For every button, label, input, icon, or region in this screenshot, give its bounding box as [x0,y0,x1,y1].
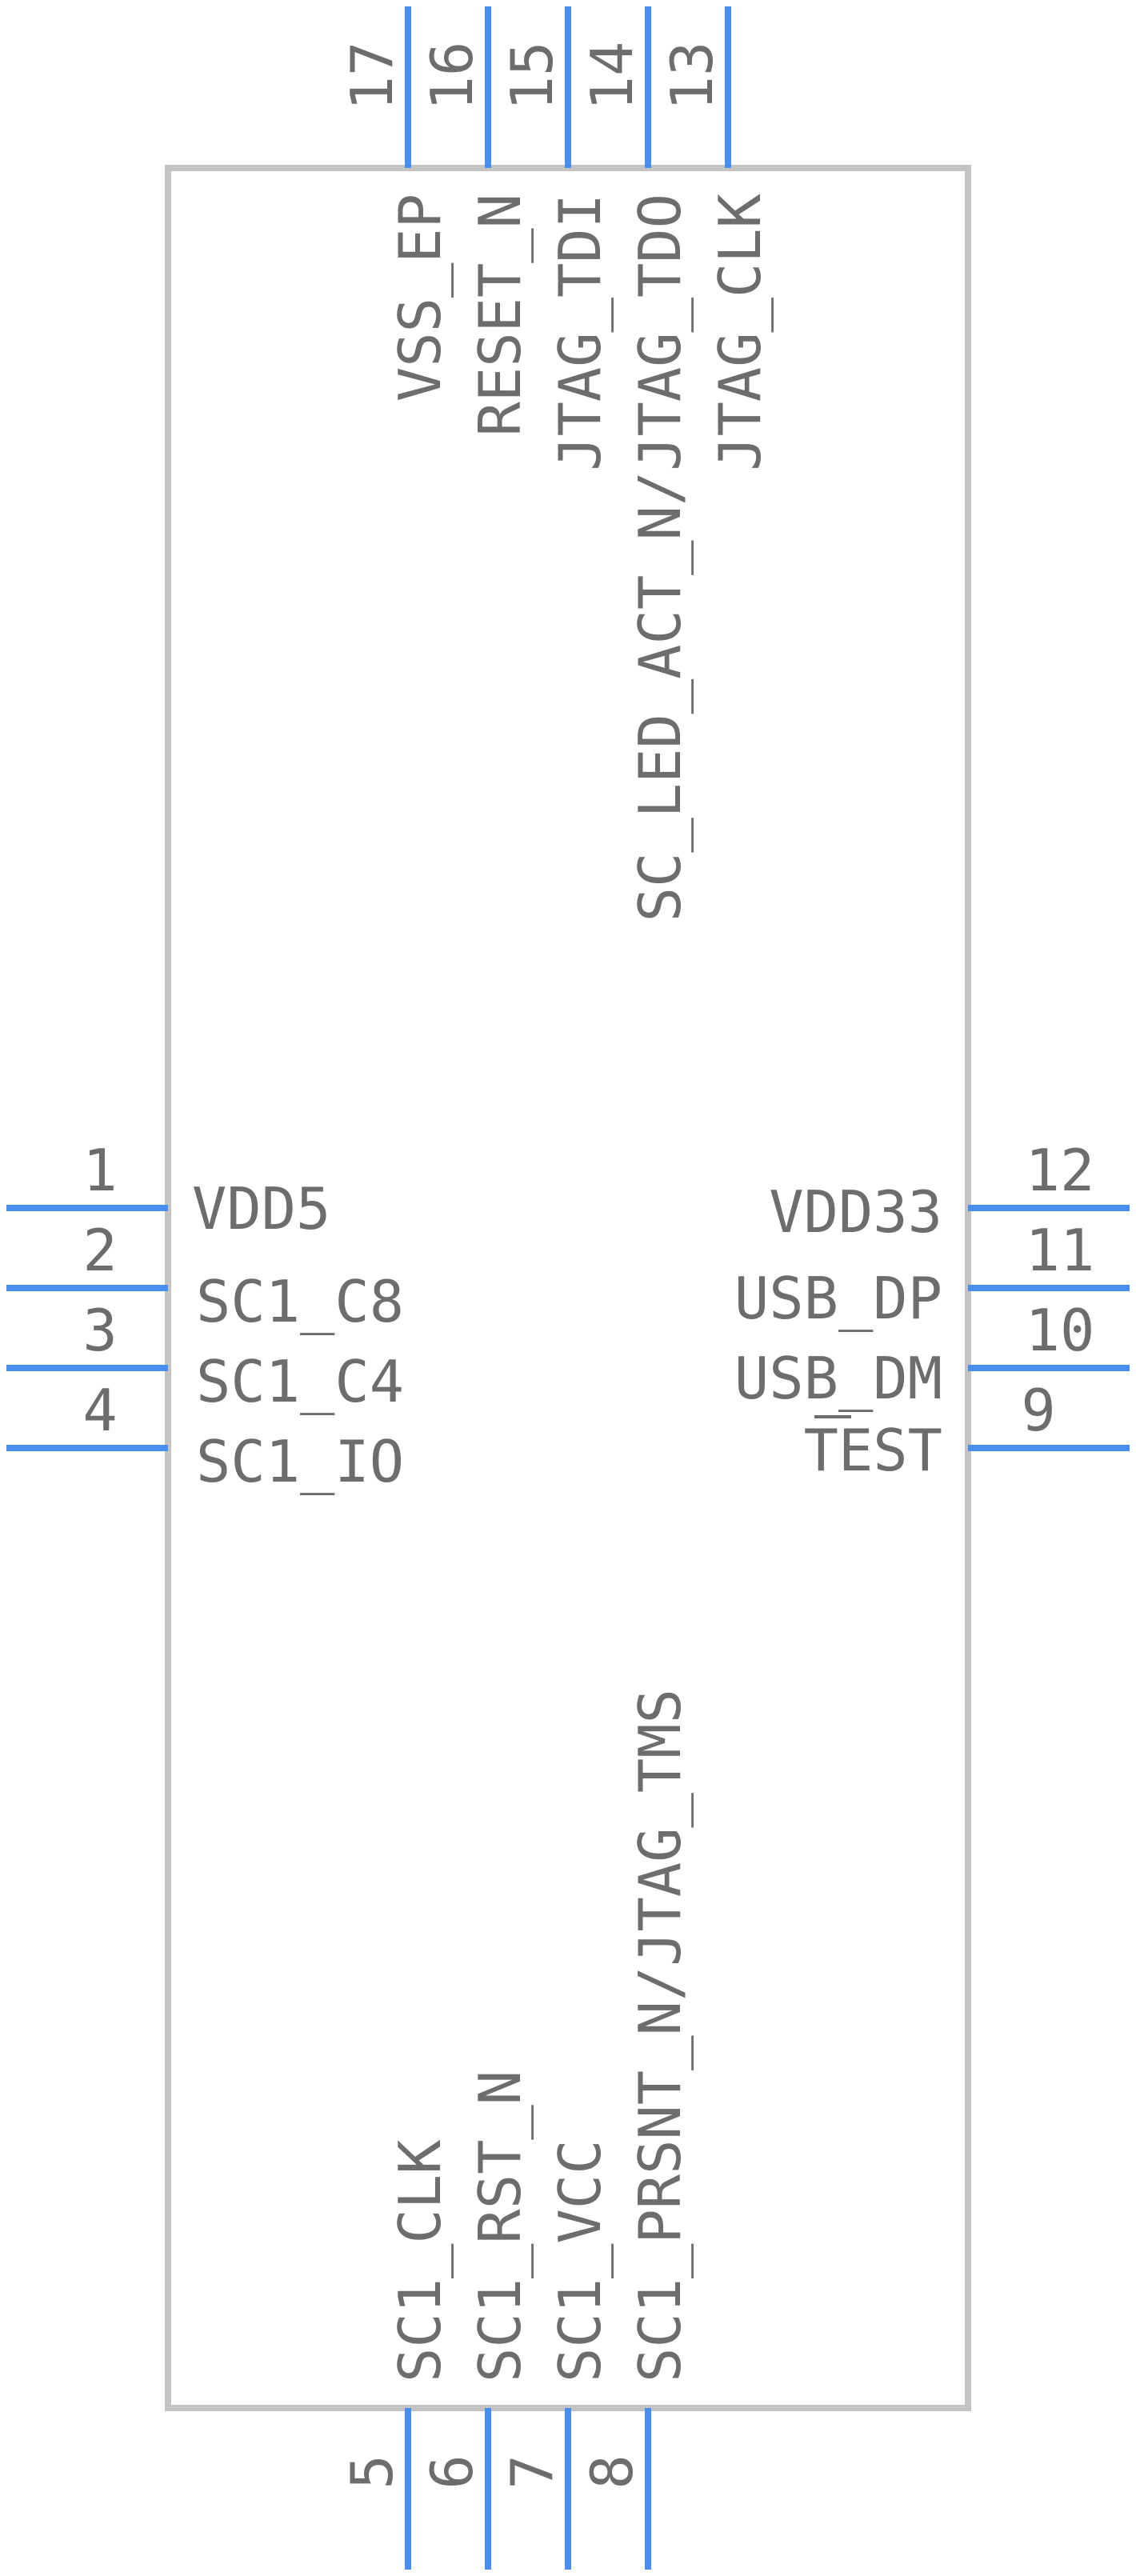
pin-6-number: 6 [418,2454,486,2489]
pin-1: 1 VDD5 [6,1137,330,1242]
pin-13: 13 JTAG_CLK [658,6,774,471]
pin-8: 8 SC1_PRSNT_N/JTAG_TMS [578,1689,694,2570]
pin-13-number: 13 [658,42,726,111]
pin-6-label: SC1_RST_N [466,2070,534,2382]
pin-10-number: 10 [1026,1297,1095,1364]
pin-15: 15 JTAG_TDI [498,6,614,471]
pin-17-number: 17 [338,42,406,111]
pin-9: 9 TEST [804,1377,1130,1484]
pin-4-label: SC1_IO [196,1428,404,1495]
pin-13-label: JTAG_CLK [706,193,774,470]
pin-6: 6 SC1_RST_N [418,2070,534,2570]
pin-1-label: VDD5 [192,1175,330,1242]
pin-8-number: 8 [578,2454,646,2489]
pin-10-label: USB_DM [734,1345,942,1412]
pin-3-number: 3 [82,1297,117,1364]
pin-3-label: SC1_C4 [196,1348,404,1415]
pin-16-number: 16 [418,42,486,111]
pin-17-label: VSS_EP [386,194,454,402]
pin-17: 17 VSS_EP [338,6,454,402]
pin-2-number: 2 [82,1217,117,1284]
pin-5-label: SC1_CLK [386,2139,454,2382]
pin-5-number: 5 [338,2454,406,2489]
pin-12-label: VDD33 [769,1178,942,1246]
pin-11-label: USB_DP [734,1265,942,1332]
pin-12-number: 12 [1026,1137,1095,1204]
pin-11-number: 11 [1026,1217,1095,1284]
pin-5: 5 SC1_CLK [338,2139,454,2570]
pin-14-number: 14 [578,42,646,111]
pin-3: 3 SC1_C4 [6,1297,404,1415]
right-pins: 12 VDD33 11 USB_DP 10 USB_DM 9 TEST [734,1137,1130,1484]
pin-16-label: RESET_N [466,194,534,436]
pin-7-number: 7 [498,2454,566,2489]
bottom-pins: 5 SC1_CLK 6 SC1_RST_N 7 SC1_VCC 8 SC1_PR… [338,1689,694,2570]
pin-1-number: 1 [82,1137,117,1204]
pin-12: 12 VDD33 [769,1137,1130,1246]
pin-2: 2 SC1_C8 [6,1217,404,1335]
pin-10: 10 USB_DM [734,1297,1130,1412]
pin-15-number: 15 [498,42,566,111]
pin-4: 4 SC1_IO [6,1377,404,1495]
pin-16: 16 RESET_N [418,6,534,436]
pin-15-label: JTAG_TDI [546,194,614,471]
pin-14-label: SC_LED_ACT_N/JTAG_TDO [626,194,694,922]
pin-14: 14 SC_LED_ACT_N/JTAG_TDO [578,6,694,922]
top-pins: 17 VSS_EP 16 RESET_N 15 JTAG_TDI 14 SC_L… [338,6,774,922]
pin-8-label: SC1_PRSNT_N/JTAG_TMS [626,1689,694,2382]
pin-2-label: SC1_C8 [196,1268,404,1335]
pin-7-label: SC1_VCC [546,2140,614,2382]
pin-4-number: 4 [82,1377,117,1444]
left-pins: 1 VDD5 2 SC1_C8 3 SC1_C4 4 SC1_IO [6,1137,404,1495]
pin-9-number: 9 [1021,1377,1055,1444]
pin-7: 7 SC1_VCC [498,2140,614,2570]
pin-11: 11 USB_DP [734,1217,1130,1332]
pin-9-label: TEST [804,1417,942,1484]
